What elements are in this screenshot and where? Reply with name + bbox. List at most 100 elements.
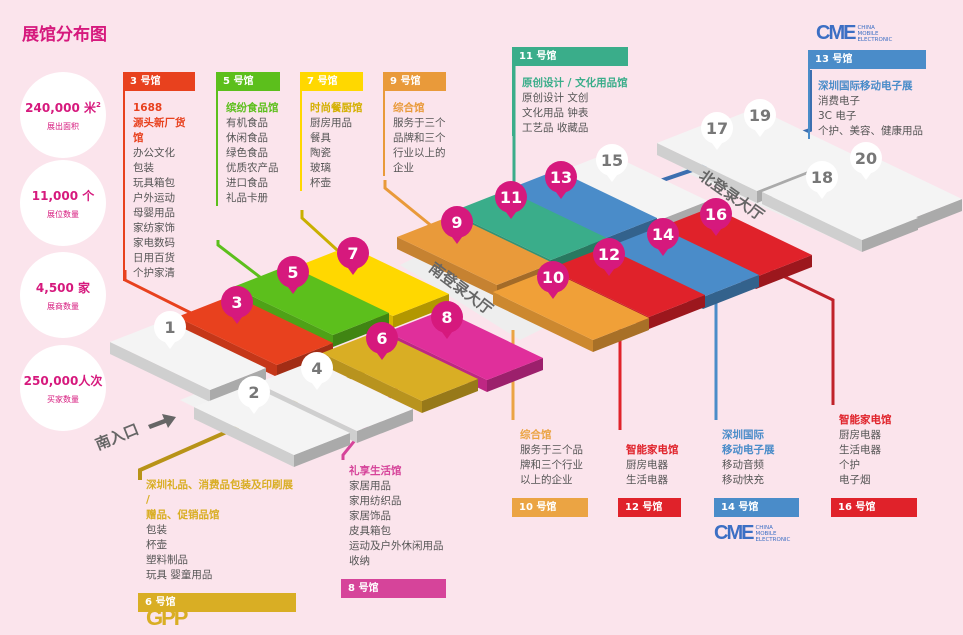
- hall-pin-6[interactable]: 6: [366, 322, 398, 360]
- hall-panel-header: 13 号馆: [808, 50, 926, 69]
- pin-number: 8: [441, 308, 452, 327]
- hall-category: 工艺品 收藏品: [522, 122, 589, 134]
- hall-18[interactable]: [762, 170, 918, 252]
- pin-circle: [806, 161, 838, 193]
- hall-2[interactable]: [194, 385, 350, 467]
- hall-category: 生活电器: [839, 444, 881, 456]
- hall-category: 移动音频: [722, 459, 764, 471]
- hall-side: [487, 358, 543, 392]
- hall-top: [806, 151, 962, 221]
- pin-number: 16: [705, 205, 727, 224]
- hall-category: 餐具: [310, 132, 331, 144]
- hall-panel-body: 缤纷食品馆有机食品休闲食品绿色食品优质农产品进口食品礼品卡册: [216, 91, 280, 206]
- hall-top: [762, 170, 918, 240]
- hall-top: [397, 215, 553, 285]
- hall-top: [110, 320, 266, 390]
- hall-category: 企业: [393, 162, 414, 174]
- pin-number: 5: [287, 263, 298, 282]
- hall-pin-7[interactable]: 7: [337, 237, 369, 275]
- hall-category: 移动快充: [722, 474, 764, 486]
- pin-number: 19: [749, 106, 771, 125]
- hall-category: 办公文化: [133, 147, 175, 159]
- hall-panel-body: 深圳礼品、消费品包装及印刷展 /赠品、促销品馆包装杯壶塑料制品玩具 婴童用品: [138, 468, 296, 593]
- hall-top: [194, 385, 350, 455]
- hall-panel-header: 3 号馆: [123, 72, 195, 91]
- hall-pin-13[interactable]: 13: [545, 161, 577, 199]
- hall-pin-15[interactable]: 15: [596, 144, 628, 182]
- hall-pin-17[interactable]: 17: [701, 112, 733, 150]
- hall-category: 有机食品: [226, 117, 268, 129]
- hall-pin-5[interactable]: 5: [277, 256, 309, 294]
- hall-category: 优质农产品: [226, 162, 279, 174]
- hall-side: [862, 218, 918, 252]
- pin-number: 4: [311, 359, 322, 378]
- hall-top: [501, 170, 657, 240]
- hall-panel-body: 时尚餐厨馆厨房用品餐具陶瓷玻璃杯壶: [300, 91, 363, 191]
- hall-pin-14[interactable]: 14: [647, 218, 679, 256]
- stat-value: 250,000人次: [23, 373, 103, 388]
- hall-theme: 时尚餐厨馆: [310, 102, 363, 114]
- hall-pin-10[interactable]: 10: [537, 261, 569, 299]
- pin-circle: [337, 237, 369, 269]
- hall-6[interactable]: [322, 331, 478, 413]
- pin-number: 1: [164, 318, 175, 337]
- hall-side: [593, 318, 649, 352]
- hall-category: 进口食品: [226, 177, 268, 189]
- hall-10[interactable]: [493, 270, 649, 352]
- gpp-mark: GPP: [146, 605, 188, 630]
- hall-top: [493, 270, 649, 340]
- hall-top: [387, 310, 543, 380]
- pin-circle: [301, 352, 333, 384]
- pin-number: 18: [811, 168, 833, 187]
- hall-theme: 1688: [133, 102, 163, 114]
- hall-category: 户外运动: [133, 192, 175, 204]
- hall-category: 杯壶: [146, 539, 167, 551]
- hall-top: [233, 265, 389, 335]
- hall-theme: 智能家电馆: [839, 414, 892, 426]
- hall-category: 3C 电子: [818, 110, 857, 122]
- hall-theme: 源头新厂货馆: [133, 117, 186, 144]
- hall-pin-1[interactable]: 1: [154, 311, 186, 349]
- hall-category: 运动及户外休闲用品: [349, 540, 444, 552]
- cme-text: ELECTRONIC: [857, 36, 893, 43]
- page-title: 展馆分布图: [22, 25, 107, 45]
- pin-number: 7: [347, 244, 358, 263]
- pin-circle: [495, 181, 527, 213]
- pin-circle: [366, 322, 398, 354]
- hall-pin-9[interactable]: 9: [441, 206, 473, 244]
- hall-panel-header: 12 号馆: [618, 498, 681, 517]
- hall-pin-11[interactable]: 11: [495, 181, 527, 219]
- hall-pin-16[interactable]: 16: [700, 198, 732, 236]
- cme-mark: CME: [714, 522, 754, 544]
- hall-theme: 综合馆: [393, 102, 425, 114]
- hall-panel-body: 智能家电馆厨房电器生活电器: [618, 433, 681, 498]
- hall-pin-19[interactable]: 19: [744, 99, 776, 137]
- hall-pin-12[interactable]: 12: [593, 238, 625, 276]
- hall-category: 电子烟: [839, 474, 871, 486]
- hall-pin-8[interactable]: 8: [431, 301, 463, 339]
- hall-side: [357, 409, 413, 443]
- pin-circle: [221, 286, 253, 318]
- hall-category: 日用百货: [133, 252, 175, 264]
- hall-pin-20[interactable]: 20: [850, 142, 882, 180]
- cme-text: MOBILE: [755, 530, 777, 537]
- hall-pin-4[interactable]: 4: [301, 352, 333, 390]
- hall-side: [649, 295, 705, 329]
- stat-label: 买家数量: [47, 394, 79, 404]
- pin-circle: [431, 301, 463, 333]
- gpp-logo: GPP: [146, 605, 188, 631]
- pin-circle: [596, 144, 628, 176]
- pin-circle: [545, 161, 577, 193]
- hall-top: [657, 121, 813, 191]
- hall-category: 牌和三个行业: [520, 459, 583, 471]
- hall-pin-3[interactable]: 3: [221, 286, 253, 324]
- hall-pin-2[interactable]: 2: [238, 376, 270, 414]
- hall-pin-18[interactable]: 18: [806, 161, 838, 199]
- hall-category: 行业以上的: [393, 147, 446, 159]
- hall-category: 杯壶: [310, 177, 331, 189]
- hall-category: 陶瓷: [310, 147, 331, 159]
- hall-category: 包装: [146, 524, 167, 536]
- pin-circle: [537, 261, 569, 293]
- hall-top: [700, 108, 856, 178]
